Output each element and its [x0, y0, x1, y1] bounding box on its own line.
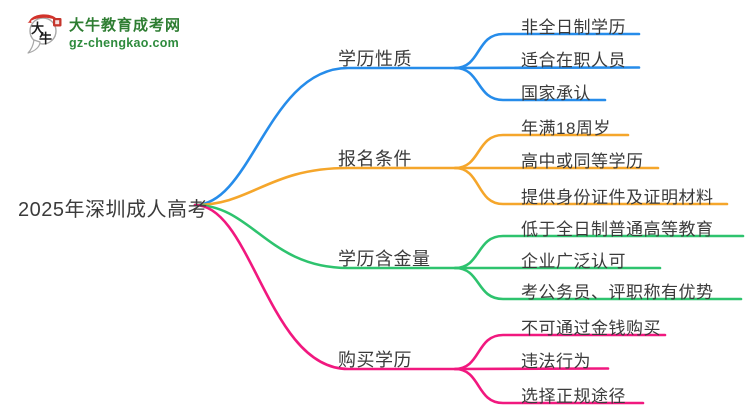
- branch-2-child-1-line: [453, 133, 630, 170]
- leaf-node: 企业广泛认可: [521, 252, 626, 271]
- logo-char-2: 牛: [39, 31, 52, 46]
- branch-node-goumai-xueli: 购买学历: [338, 350, 412, 370]
- leaf-node: 年满18周岁: [521, 119, 611, 138]
- branch-4-child-3-line: [453, 367, 645, 405]
- branch-4-main-line: [193, 203, 610, 371]
- leaf-node: 非全日制学历: [521, 18, 626, 37]
- logo-text-block: 大牛教育成考网 gz-chengkao.com: [69, 14, 181, 50]
- branch-2-child-3-line: [453, 166, 729, 206]
- branch-node-xueli-hanjinliang: 学历含金量: [338, 249, 431, 269]
- leaf-node: 违法行为: [521, 352, 591, 371]
- logo-bubble-icon: 大 牛: [27, 14, 62, 54]
- leaf-node: 适合在职人员: [521, 51, 626, 70]
- leaf-node: 选择正规途径: [521, 387, 626, 406]
- leaf-node: 不可通过金钱购买: [521, 319, 661, 338]
- branch-3-child-1-line: [453, 234, 745, 270]
- branch-3-main-line: [193, 203, 662, 270]
- site-url: gz-chengkao.com: [69, 36, 180, 50]
- root-node: 2025年深圳成人高考: [18, 199, 208, 221]
- branch-2-main-line: [193, 166, 660, 207]
- logo-char-1: 大: [31, 21, 44, 36]
- leaf-node: 国家承认: [521, 84, 591, 103]
- leaf-node: 考公务员、评职称有优势: [521, 283, 714, 302]
- logo-hat: [29, 14, 58, 22]
- branch-3-child-3-line: [453, 266, 743, 301]
- leaf-node: 低于全日制普通高等教育: [521, 220, 714, 239]
- branch-node-xueli-xingzhi: 学历性质: [338, 49, 412, 69]
- branch-1-child-1-line: [453, 32, 641, 70]
- branch-1-main-line: [193, 66, 641, 207]
- branch-node-baoming-tiaojian: 报名条件: [338, 149, 412, 169]
- site-name: 大牛教育成考网: [69, 17, 182, 34]
- site-logo: 大 牛 大牛教育成考网 gz-chengkao.com: [25, 8, 181, 56]
- branch-1-child-3-line: [453, 66, 607, 102]
- leaf-node: 高中或同等学历: [521, 152, 644, 171]
- branch-4-child-1-line: [453, 333, 667, 371]
- leaf-node: 提供身份证件及证明材料: [521, 188, 714, 207]
